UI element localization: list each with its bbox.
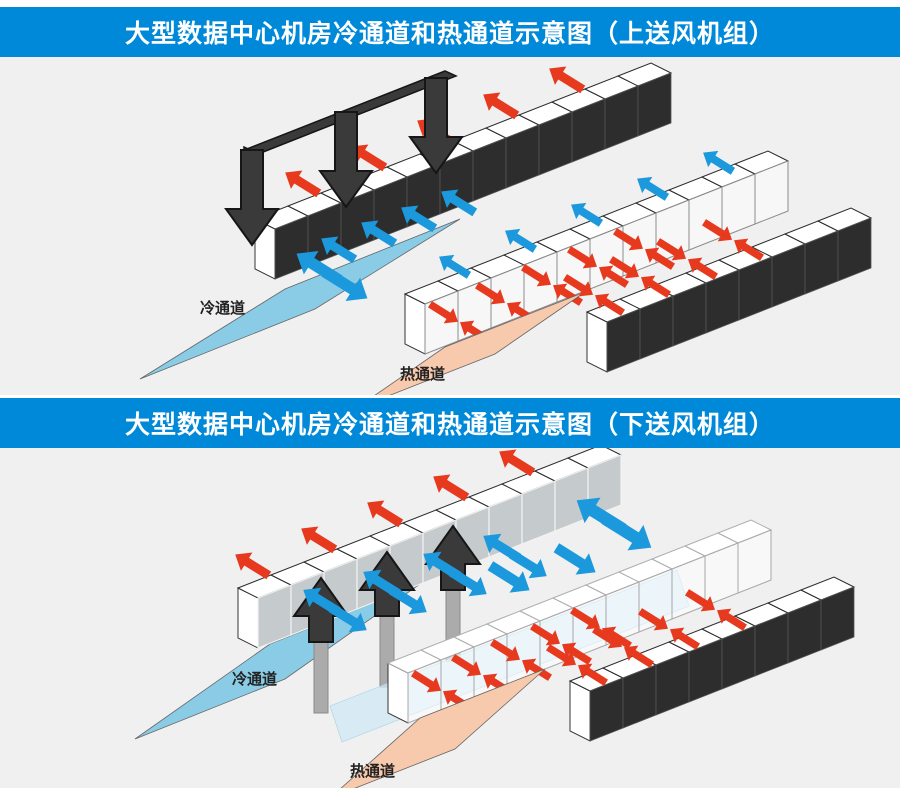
page-title-2: 大型数据中心机房冷通道和热通道示意图（下送风机组） xyxy=(124,410,775,439)
page-top-margin xyxy=(0,0,900,7)
cold-aisle-label: 冷通道 xyxy=(232,670,277,688)
top-supply-panel: 冷通道 热通道 xyxy=(0,57,900,395)
hot-aisle-floor xyxy=(340,668,546,788)
section-title-bottom-supply: 大型数据中心机房冷通道和热通道示意图（下送风机组） xyxy=(0,398,900,448)
hot-aisle-floor xyxy=(374,291,586,395)
page-title: 大型数据中心机房冷通道和热通道示意图（上送风机组） xyxy=(124,19,775,48)
cold-aisle-floor xyxy=(139,218,461,380)
hot-aisle-label: 热通道 xyxy=(400,365,445,383)
cold-aisle-label: 冷通道 xyxy=(200,299,245,317)
section-title-top-supply: 大型数据中心机房冷通道和热通道示意图（上送风机组） xyxy=(0,7,900,57)
hot-aisle-label: 热通道 xyxy=(350,762,395,780)
section-divider xyxy=(0,395,900,398)
top-supply-diagram: 冷通道 热通道 xyxy=(139,59,872,395)
bottom-supply-diagram: 冷通道 热通道 xyxy=(134,448,855,788)
bottom-supply-panel: 冷通道 热通道 xyxy=(0,448,900,788)
